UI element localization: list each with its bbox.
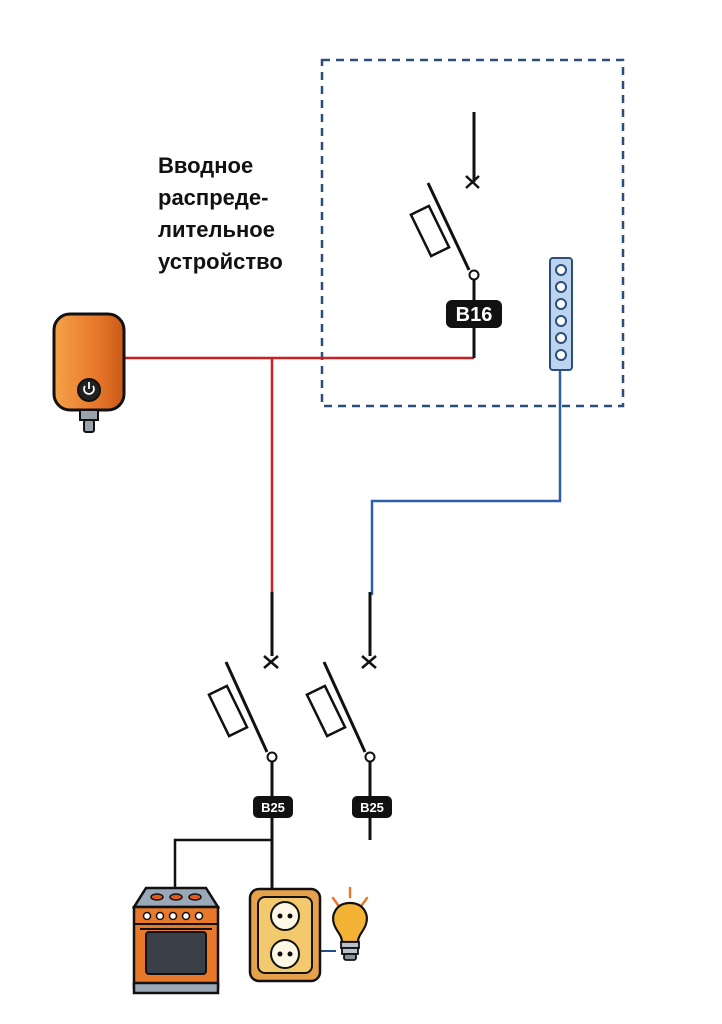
left-breaker-label: B25 xyxy=(261,800,285,815)
left-breaker xyxy=(207,592,279,900)
main-breaker-label: B16 xyxy=(456,304,493,326)
neutral-wire xyxy=(370,370,562,595)
water-heater-icon xyxy=(52,312,126,433)
phase-wires xyxy=(124,356,474,595)
right-breaker-badge xyxy=(352,796,392,818)
main-breaker-badge xyxy=(446,300,502,328)
light-bulb-icon xyxy=(331,886,369,961)
left-breaker-badge xyxy=(253,796,293,818)
right-breaker-contact xyxy=(364,751,376,763)
panel-title-line-1: Вводное xyxy=(158,153,254,178)
panel-title-line-3: лительное xyxy=(158,217,275,242)
load-wires xyxy=(173,838,272,888)
left-breaker-contact xyxy=(266,751,278,763)
panel-title: Вводное распреде- лительное устройство xyxy=(158,150,328,278)
electric-stove-icon xyxy=(131,886,221,995)
distribution-panel-border xyxy=(320,58,625,408)
double-socket-icon xyxy=(248,887,322,983)
panel-title-line-4: устройство xyxy=(158,249,283,274)
panel-title-line-2: распреде- xyxy=(158,185,269,210)
main-breaker-contact xyxy=(468,269,480,281)
right-breaker-label: B25 xyxy=(360,800,384,815)
neutral-busbar xyxy=(549,257,573,371)
